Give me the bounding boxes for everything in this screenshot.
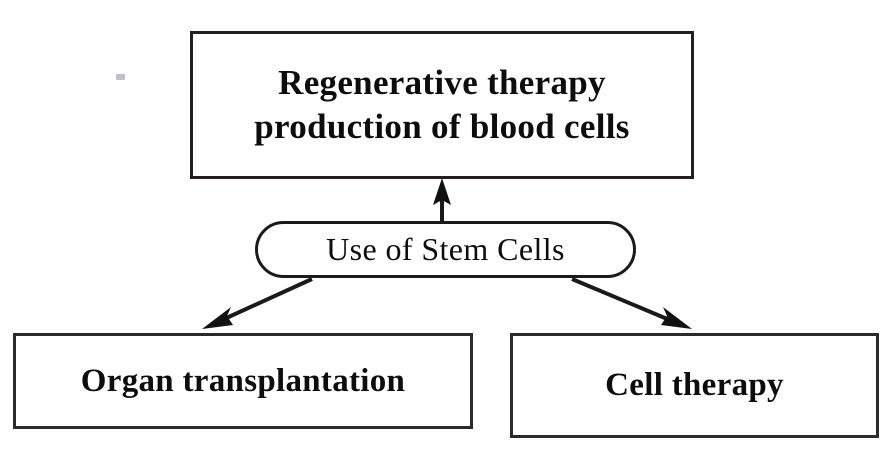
node-use-of-stem-cells[interactable]: Use of Stem Cells xyxy=(255,221,636,278)
arrowhead-down-right-icon xyxy=(661,307,692,329)
node-regenerative-therapy-label-line-1: Regenerative therapy xyxy=(278,62,606,102)
node-organ-transplantation[interactable]: Organ transplantation xyxy=(13,333,473,429)
node-regenerative-therapy[interactable]: Regenerative therapy production of blood… xyxy=(190,31,694,179)
edge-stemcells-to-regenerative xyxy=(433,178,451,222)
node-cell-therapy[interactable]: Cell therapy xyxy=(510,333,879,438)
scan-artifact-smudge xyxy=(116,74,125,80)
edge-stemcells-to-cell-therapy xyxy=(571,277,692,329)
arrowhead-down-left-icon xyxy=(202,307,233,329)
node-use-of-stem-cells-label: Use of Stem Cells xyxy=(326,231,565,267)
edge-stemcells-to-organ-transplantation xyxy=(202,277,313,329)
arrowhead-up-icon xyxy=(433,178,451,205)
node-cell-therapy-label: Cell therapy xyxy=(605,367,784,403)
node-regenerative-therapy-label-line-2: production of blood cells xyxy=(254,107,630,146)
node-organ-transplantation-label: Organ transplantation xyxy=(80,362,406,399)
